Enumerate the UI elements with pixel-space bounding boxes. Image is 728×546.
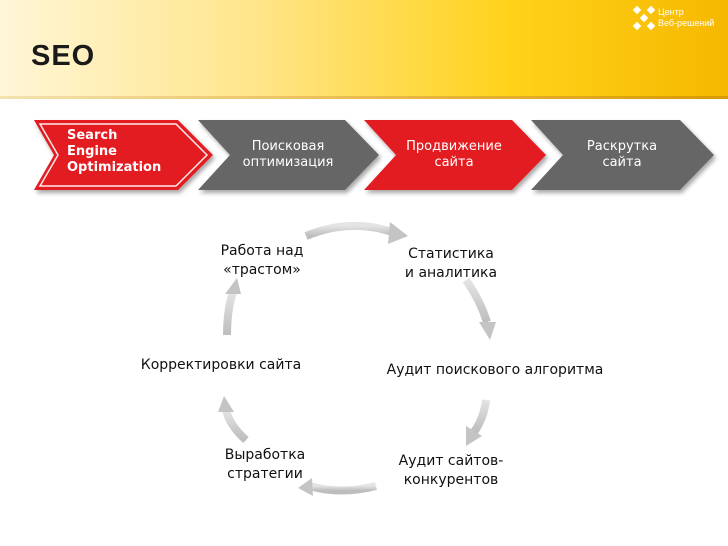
chevron-step-1-line3: Optimization	[67, 160, 162, 175]
chevron-step-2-line1: Поисковая	[251, 139, 325, 154]
cycle-arrow-right-lower	[470, 399, 490, 435]
chevron-step-3-line1: Продвижение	[406, 139, 502, 154]
chevron-step-1-line2: Engine	[67, 144, 117, 159]
cycle-node-trust: Работа над «трастом»	[207, 242, 317, 280]
chevron-step-3-label: Продвижение сайта	[392, 139, 516, 171]
cycle-node-statistics: Статистика и аналитика	[396, 245, 506, 283]
header-band	[0, 0, 728, 96]
cycle-arrowhead-bottom	[298, 478, 313, 496]
cycle-node-strategy-line1: Выработка	[224, 447, 306, 463]
chevron-step-2	[198, 120, 379, 190]
header-divider	[0, 96, 728, 99]
cycle-arrow-left-lower	[222, 408, 249, 444]
cycle-arrowhead-left-lower	[218, 396, 234, 412]
chevron-step-1-highlight	[38, 123, 209, 187]
cycle-node-statistics-line1: Статистика	[408, 246, 494, 262]
chevron-step-2-line2: оптимизация	[242, 155, 334, 170]
cycle-arrowhead-top	[388, 222, 408, 244]
chevron-step-3	[364, 120, 546, 190]
slide-title: SEO	[31, 40, 96, 72]
chevron-step-3-line2: сайта	[434, 155, 474, 170]
chevron-step-1	[34, 120, 213, 190]
cycle-node-trust-line1: Работа над	[220, 243, 304, 259]
cycle-arrowhead-right-lower	[466, 426, 482, 446]
chevron-step-1-line1: Search	[67, 128, 118, 143]
cycle-node-trust-line2: «трастом»	[223, 262, 301, 278]
cycle-arrowhead-left-upper	[225, 278, 241, 294]
logo-text-line1: Центр	[658, 7, 684, 17]
cycle-node-strategy: Выработка стратегии	[210, 446, 320, 484]
company-logo	[632, 5, 656, 31]
chevron-step-2-label: Поисковая оптимизация	[226, 139, 350, 171]
cycle-node-site-corrections: Корректировки сайта	[140, 357, 302, 373]
cycle-arrow-bottom	[308, 482, 377, 495]
chevron-step-4-line1: Раскрутка	[586, 139, 658, 154]
chevron-step-4	[531, 120, 714, 190]
cycle-node-competitor-audit: Аудит сайтов- конкурентов	[390, 452, 512, 490]
cycle-arrow-top	[304, 221, 394, 240]
chevron-step-4-label: Раскрутка сайта	[560, 139, 684, 171]
cycle-arrow-left-upper	[223, 290, 237, 336]
cycle-node-search-algorithm-audit: Аудит поискового алгоритма	[386, 362, 604, 378]
cycle-node-competitor-audit-line2: конкурентов	[403, 472, 499, 488]
cycle-node-competitor-audit-line1: Аудит сайтов-	[398, 453, 504, 469]
cycle-node-statistics-line2: и аналитика	[404, 265, 498, 281]
chevron-step-1-label: Search Engine Optimization	[67, 128, 161, 176]
chevron-step-4-line2: сайта	[602, 155, 642, 170]
cycle-node-strategy-line2: стратегии	[227, 466, 303, 482]
logo-text-line2: Веб-решений	[658, 18, 715, 28]
cycle-arrowhead-right-upper	[479, 322, 496, 340]
cycle-arrow-right-upper	[462, 277, 491, 324]
